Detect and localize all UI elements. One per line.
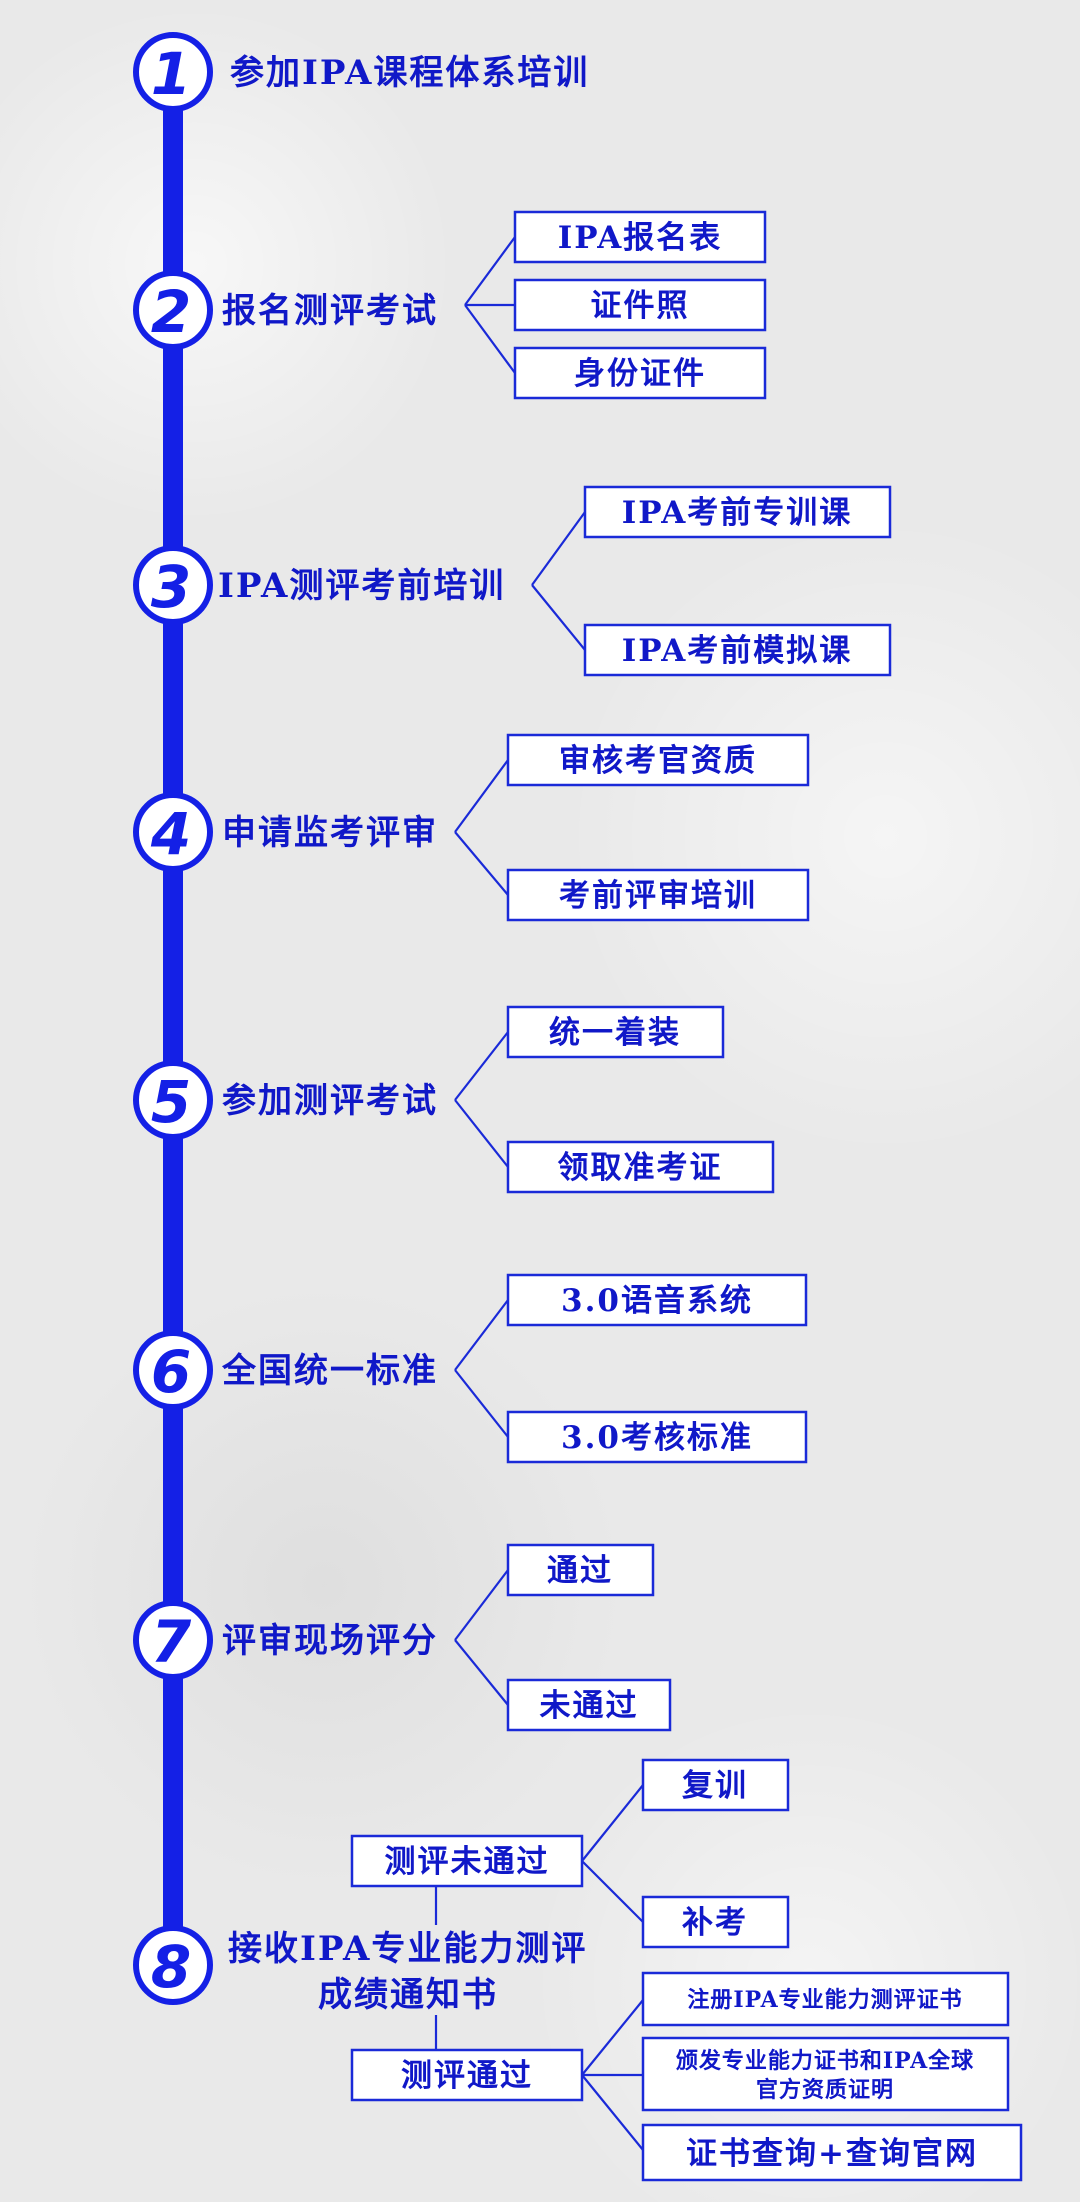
step-7-branch-2-box bbox=[506, 1678, 672, 1732]
step-6: 6 全国统一标准 3.0语音系统 3.0考核标准 bbox=[133, 1273, 808, 1464]
step-4-branch-1-label: 审核考官资质 bbox=[559, 743, 757, 779]
step-5-branch-2-box bbox=[506, 1140, 775, 1194]
step-8-pass-option-1-box bbox=[641, 1971, 1010, 2027]
step-8-pass-option-3-box bbox=[641, 2123, 1023, 2182]
step-4-label: 申请监考评审 bbox=[222, 813, 438, 853]
step-3-number: 3 bbox=[151, 553, 191, 621]
step-7-number: 7 bbox=[151, 1608, 192, 1676]
step-5: 5 参加测评考试 统一着装 领取准考证 bbox=[133, 1005, 775, 1194]
step-6-branch-2-label: 3.0考核标准 bbox=[561, 1420, 753, 1456]
step-8-pass-option-2-label-line-2: 官方资质证明 bbox=[756, 2077, 894, 2103]
step-5-branch-2-label: 领取准考证 bbox=[558, 1150, 723, 1186]
step-4-branch-2-label: 考前评审培训 bbox=[559, 878, 757, 914]
step-7-branch-2-label: 未通过 bbox=[540, 1688, 639, 1724]
step-3: 3 IPA测评考前培训 IPA考前专训课 IPA考前模拟课 bbox=[133, 485, 892, 677]
step-2-branch-2-box bbox=[513, 278, 767, 332]
step-3-branch-1-box bbox=[583, 485, 892, 539]
step-6-circle bbox=[133, 1330, 213, 1410]
step-8-pass-option-2-label-line-1: 颁发专业能力证书和IPA全球 bbox=[676, 2048, 974, 2074]
step-7: 7 评审现场评分 通过 未通过 bbox=[133, 1543, 672, 1732]
step-6-branch-1-label: 3.0语音系统 bbox=[561, 1283, 753, 1319]
step-3-connector bbox=[531, 511, 586, 651]
step-8-label-line-1: 接收IPA专业能力测评 bbox=[228, 1929, 587, 1969]
step-2-branch-1-box bbox=[513, 210, 767, 264]
step-7-circle bbox=[133, 1600, 213, 1680]
step-1-circle bbox=[133, 32, 213, 112]
step-6-label: 全国统一标准 bbox=[221, 1351, 438, 1391]
step-2-number: 2 bbox=[151, 278, 191, 346]
step-2-branch-2-label: 证件照 bbox=[591, 288, 690, 324]
step-5-number: 5 bbox=[151, 1068, 191, 1136]
step-2-circle bbox=[133, 270, 213, 350]
step-1-number: 1 bbox=[151, 40, 191, 108]
step-1: 1 参加IPA课程体系培训 bbox=[133, 32, 589, 112]
step-2-label: 报名测评考试 bbox=[222, 291, 438, 331]
step-8-circle bbox=[133, 1925, 213, 2005]
step-8-fail-label: 测评未通过 bbox=[385, 1844, 550, 1880]
step-7-connector bbox=[454, 1569, 509, 1706]
step-8-fail-connector bbox=[581, 1784, 644, 1923]
step-5-label: 参加测评考试 bbox=[222, 1081, 438, 1121]
step-7-branch-1-label: 通过 bbox=[547, 1553, 613, 1589]
step-8-fail-option-1-label: 复训 bbox=[682, 1768, 748, 1804]
step-8-pass-option-3-label: 证书查询+查询官网 bbox=[686, 2136, 978, 2172]
timeline-bar bbox=[163, 70, 183, 1970]
step-6-branch-2-box bbox=[506, 1410, 808, 1464]
step-3-branch-2-box bbox=[583, 623, 892, 677]
step-4-branch-1-box bbox=[506, 733, 810, 787]
step-8-number: 8 bbox=[151, 1933, 191, 2001]
step-8-fail-option-1-box bbox=[641, 1758, 790, 1812]
step-6-number: 6 bbox=[151, 1338, 191, 1406]
step-5-circle bbox=[133, 1060, 213, 1140]
step-8-label-line-2: 成绩通知书 bbox=[318, 1975, 498, 2015]
step-8-fail-option-2-box bbox=[641, 1895, 790, 1949]
step-8-pass-box bbox=[350, 2048, 584, 2102]
step-3-circle bbox=[133, 545, 213, 625]
step-8-pass-connector bbox=[581, 1999, 644, 2151]
step-2-branch-1-label: IPA报名表 bbox=[558, 220, 723, 256]
step-7-branch-1-box bbox=[506, 1543, 655, 1597]
step-8-fail-box bbox=[350, 1834, 584, 1888]
step-4-connector bbox=[454, 759, 509, 896]
step-5-branch-1-box bbox=[506, 1005, 725, 1059]
step-6-branch-1-box bbox=[506, 1273, 808, 1327]
step-4: 4 申请监考评审 审核考官资质 考前评审培训 bbox=[133, 733, 810, 922]
step-2-branch-3-box bbox=[513, 346, 767, 400]
step-8-pass-label: 测评通过 bbox=[401, 2058, 533, 2094]
step-8-pass-option-1-label: 注册IPA专业能力测评证书 bbox=[687, 1987, 962, 2013]
step-2: 2 报名测评考试 IPA报名表 证件照 身份证件 bbox=[133, 210, 767, 400]
step-4-circle bbox=[133, 792, 213, 872]
step-4-branch-2-box bbox=[506, 868, 810, 922]
step-1-label: 参加IPA课程体系培训 bbox=[230, 53, 589, 93]
step-2-connector bbox=[464, 236, 516, 374]
step-3-branch-1-label: IPA考前专训课 bbox=[622, 495, 853, 531]
step-8-pass-option-2-box bbox=[641, 2036, 1010, 2112]
step-7-label: 评审现场评分 bbox=[222, 1621, 438, 1661]
step-4-number: 4 bbox=[150, 800, 191, 868]
step-5-branch-1-label: 统一着装 bbox=[549, 1015, 681, 1051]
step-2-branch-3-label: 身份证件 bbox=[574, 356, 706, 392]
step-3-branch-2-label: IPA考前模拟课 bbox=[622, 633, 853, 669]
step-5-connector bbox=[454, 1031, 509, 1168]
step-8-fail-option-2-label: 补考 bbox=[682, 1905, 748, 1941]
step-6-connector bbox=[454, 1299, 509, 1438]
step-3-label: IPA测评考前培训 bbox=[218, 566, 505, 606]
step-8: 8 接收IPA专业能力测评 成绩通知书 测评未通过 复训 补考 测评通过 注册I… bbox=[133, 1758, 1023, 2182]
